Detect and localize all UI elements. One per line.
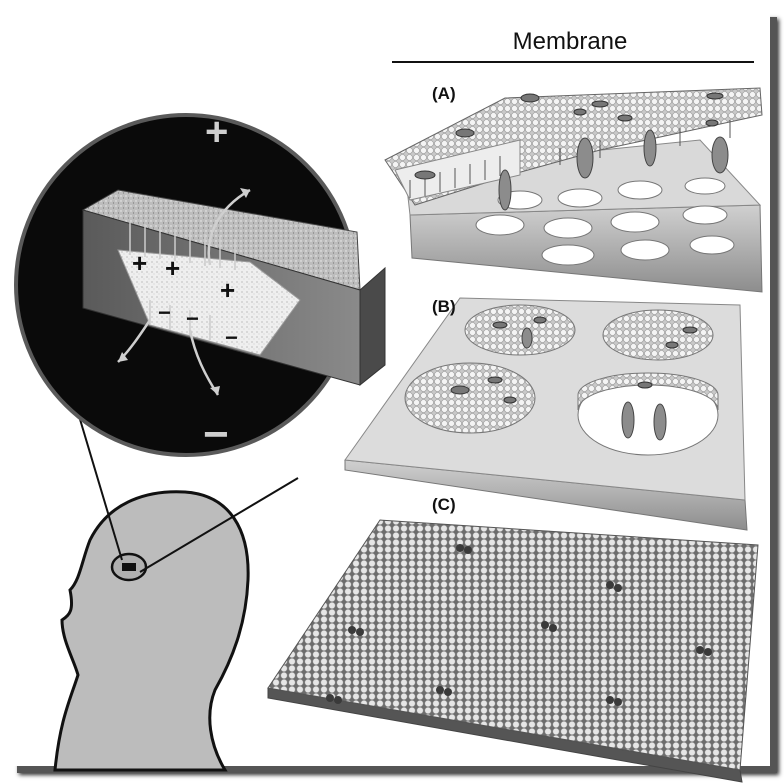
panel-label-a: (A): [432, 84, 456, 103]
panel-c-membrane: [267, 519, 759, 783]
membrane-title: Membrane: [512, 28, 628, 55]
ion-path-up: [207, 188, 251, 266]
inner-minus-3: −: [225, 325, 238, 350]
lens-minus-symbol: −: [203, 410, 229, 459]
panel-b-membrane: [344, 297, 748, 531]
inner-minus-2: −: [186, 306, 199, 331]
zoom-line-right: [139, 477, 299, 573]
inner-plus-2: +: [165, 253, 181, 283]
lens-plus-symbol: +: [205, 110, 229, 154]
panel-label-c: (C): [432, 495, 456, 514]
magnifier-lens: [14, 113, 386, 457]
head-silhouette: [53, 490, 250, 772]
inner-plus-3: +: [220, 275, 236, 305]
inner-plus-1: +: [132, 248, 148, 278]
inner-minus-1: −: [158, 300, 171, 325]
title-underline: [392, 61, 754, 63]
panel-a-membrane: [384, 87, 763, 293]
panel-label-b: (B): [432, 297, 456, 316]
